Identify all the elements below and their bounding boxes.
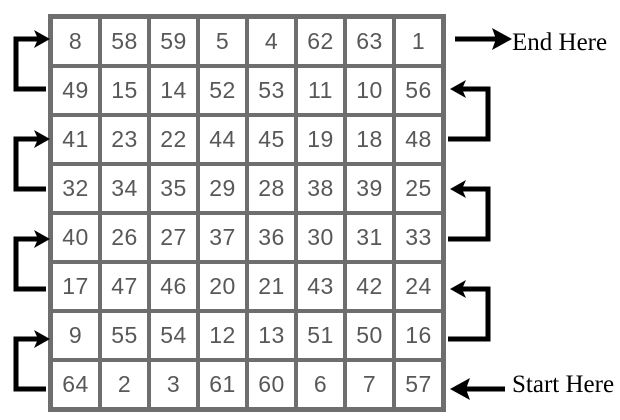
grid-cell: 57 bbox=[396, 362, 441, 407]
end-arrow bbox=[455, 28, 512, 50]
grid-cell: 23 bbox=[102, 117, 147, 162]
right-bracket-row5-to-row4 bbox=[448, 180, 491, 242]
grid-cell: 47 bbox=[102, 264, 147, 309]
grid-cell: 39 bbox=[347, 166, 392, 211]
grid-cell: 46 bbox=[151, 264, 196, 309]
grid-cell: 10 bbox=[347, 68, 392, 113]
grid-cell: 1 bbox=[396, 19, 441, 64]
grid-cell: 56 bbox=[396, 68, 441, 113]
grid-cell: 34 bbox=[102, 166, 147, 211]
grid-cell: 8 bbox=[53, 19, 98, 64]
grid-cell: 61 bbox=[200, 362, 245, 407]
grid-cell: 44 bbox=[200, 117, 245, 162]
grid-cell: 60 bbox=[249, 362, 294, 407]
grid-cell: 6 bbox=[298, 362, 343, 407]
grid-cell: 55 bbox=[102, 313, 147, 358]
grid-cell: 24 bbox=[396, 264, 441, 309]
grid-cell: 62 bbox=[298, 19, 343, 64]
grid-cell: 32 bbox=[53, 166, 98, 211]
grid-cell: 52 bbox=[200, 68, 245, 113]
grid-cell: 22 bbox=[151, 117, 196, 162]
left-bracket-row6-to-row5 bbox=[13, 230, 50, 292]
grid-cell: 59 bbox=[151, 19, 196, 64]
grid-cell: 43 bbox=[298, 264, 343, 309]
grid-cell: 2 bbox=[102, 362, 147, 407]
grid-cell: 41 bbox=[53, 117, 98, 162]
grid-cell: 63 bbox=[347, 19, 392, 64]
grid-cell: 29 bbox=[200, 166, 245, 211]
right-bracket-row7-to-row6 bbox=[448, 280, 491, 342]
number-grid: 8 58 59 5 4 62 63 1 49 15 14 52 53 11 10… bbox=[53, 19, 441, 407]
grid-cell: 40 bbox=[53, 215, 98, 260]
grid-cell: 31 bbox=[347, 215, 392, 260]
grid-cell: 35 bbox=[151, 166, 196, 211]
grid-cell: 53 bbox=[249, 68, 294, 113]
grid-cell: 38 bbox=[298, 166, 343, 211]
number-grid-border: 8 58 59 5 4 62 63 1 49 15 14 52 53 11 10… bbox=[48, 14, 446, 412]
grid-cell: 19 bbox=[298, 117, 343, 162]
grid-cell: 13 bbox=[249, 313, 294, 358]
grid-cell: 27 bbox=[151, 215, 196, 260]
grid-cell: 4 bbox=[249, 19, 294, 64]
end-here-label: End Here bbox=[512, 29, 608, 56]
grid-cell: 7 bbox=[347, 362, 392, 407]
start-arrow bbox=[450, 378, 505, 400]
grid-cell: 28 bbox=[249, 166, 294, 211]
grid-cell: 26 bbox=[102, 215, 147, 260]
grid-cell: 5 bbox=[200, 19, 245, 64]
grid-cell: 45 bbox=[249, 117, 294, 162]
grid-cell: 3 bbox=[151, 362, 196, 407]
left-bracket-row2-to-row1 bbox=[13, 30, 50, 92]
grid-cell: 9 bbox=[53, 313, 98, 358]
grid-cell: 17 bbox=[53, 264, 98, 309]
grid-cell: 15 bbox=[102, 68, 147, 113]
grid-cell: 30 bbox=[298, 215, 343, 260]
grid-cell: 58 bbox=[102, 19, 147, 64]
grid-cell: 18 bbox=[347, 117, 392, 162]
grid-cell: 49 bbox=[53, 68, 98, 113]
grid-cell: 25 bbox=[396, 166, 441, 211]
left-bracket-row8-to-row7 bbox=[13, 330, 50, 392]
grid-cell: 21 bbox=[249, 264, 294, 309]
grid-cell: 48 bbox=[396, 117, 441, 162]
start-here-label: Start Here bbox=[512, 371, 615, 398]
grid-cell: 33 bbox=[396, 215, 441, 260]
grid-cell: 51 bbox=[298, 313, 343, 358]
grid-cell: 11 bbox=[298, 68, 343, 113]
right-bracket-row3-to-row2 bbox=[448, 80, 491, 142]
grid-cell: 64 bbox=[53, 362, 98, 407]
grid-cell: 12 bbox=[200, 313, 245, 358]
grid-cell: 50 bbox=[347, 313, 392, 358]
grid-cell: 16 bbox=[396, 313, 441, 358]
grid-cell: 37 bbox=[200, 215, 245, 260]
grid-cell: 14 bbox=[151, 68, 196, 113]
left-bracket-row4-to-row3 bbox=[13, 130, 50, 192]
grid-cell: 20 bbox=[200, 264, 245, 309]
grid-cell: 54 bbox=[151, 313, 196, 358]
grid-cell: 36 bbox=[249, 215, 294, 260]
grid-cell: 42 bbox=[347, 264, 392, 309]
